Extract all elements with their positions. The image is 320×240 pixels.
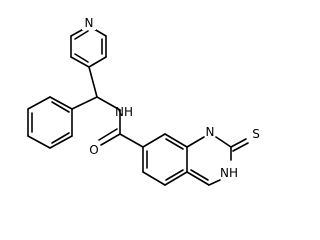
methine-linker [71,66,121,111]
bond [164,171,188,186]
bond [119,133,144,148]
bond [88,56,107,68]
bond [164,133,188,148]
bond [98,128,118,141]
bond [74,30,89,40]
bond [208,179,221,186]
bond [27,135,51,149]
bond [49,135,73,149]
bond [51,132,70,144]
amide-nh-label: NH [115,105,133,119]
atom-labels: N NH O N NH S [82,16,260,180]
bond [100,133,121,146]
bond [74,53,89,63]
bond [165,169,184,181]
bond [186,171,210,186]
bond [49,96,73,110]
carbonyl-oxygen-label: O [89,143,98,157]
benzo-ring [142,133,188,186]
bond [186,136,205,148]
pyridine-ring [70,25,107,68]
bond [232,142,249,152]
bond [51,101,70,113]
label-backdrop [82,16,96,30]
bond [71,96,98,110]
bond [165,138,184,150]
bond [70,56,90,68]
molecule-structure: N NH O N NH S [27,16,260,186]
bond [215,136,232,148]
bond [88,66,98,98]
quinazoline-nitrogen-label: N [206,125,215,139]
quinazoline-nh-label: NH [220,166,238,180]
bond [142,133,166,148]
bond [27,96,51,110]
bond [190,169,209,181]
pyridine-nitrogen-label: N [85,16,94,30]
amide-group [98,109,144,148]
bond [230,138,247,148]
thione-ring [186,136,249,186]
bond [142,171,166,186]
bond [96,96,121,111]
structure-canvas: N NH O N NH S [27,16,260,186]
thione-sulfur-label: S [252,127,260,141]
phenyl-ring [27,96,73,149]
